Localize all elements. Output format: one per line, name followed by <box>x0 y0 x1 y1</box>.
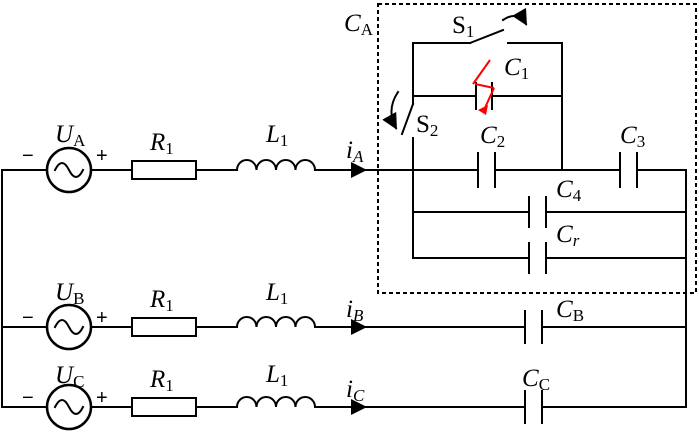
label-c4: C4 <box>556 176 582 205</box>
label-uc-minus: − <box>22 387 34 409</box>
capacitor-c4 <box>528 196 547 228</box>
label-s2: S2 <box>416 111 438 140</box>
label-r1-c: R1 <box>149 366 174 395</box>
source-ub <box>45 303 93 351</box>
capacitor-cr <box>528 242 547 274</box>
label-c2: C2 <box>480 122 505 151</box>
label-ua-plus: + <box>96 145 108 167</box>
label-ub-plus: + <box>96 307 108 329</box>
capacitor-cc <box>524 390 543 424</box>
label-uc-plus: + <box>96 387 108 409</box>
source-ua <box>45 146 93 194</box>
label-ca: CA <box>344 10 374 39</box>
ca-dashed-box <box>377 3 697 294</box>
switch-s2-blade <box>400 102 415 136</box>
label-ua-minus: − <box>22 145 34 167</box>
label-ua: UA <box>55 121 86 150</box>
resistor-r1-phase-c <box>131 397 197 417</box>
label-ub: UB <box>55 279 84 308</box>
label-l1-a: L1 <box>265 121 288 150</box>
label-l1-c: L1 <box>265 361 288 390</box>
inductor-l1-phase-c <box>235 396 317 409</box>
label-ub-minus: − <box>22 307 34 329</box>
label-r1-b: R1 <box>149 286 174 315</box>
label-uc: UC <box>55 362 84 391</box>
resistor-r1-phase-b <box>131 317 197 337</box>
switch-s1-blade <box>468 28 505 45</box>
capacitor-c3 <box>619 152 638 188</box>
source-uc <box>45 383 93 431</box>
label-ia: iA <box>346 137 364 166</box>
capacitor-cb <box>524 310 543 344</box>
variable-capacitor-marker <box>472 59 495 115</box>
s2-actuation-arrow <box>382 90 400 130</box>
label-r1-a: R1 <box>149 129 174 158</box>
label-l1-b: L1 <box>265 279 288 308</box>
resistor-r1-phase-a <box>131 160 197 180</box>
label-ic: iC <box>346 376 365 405</box>
label-cb: CB <box>556 296 584 325</box>
label-ib: iB <box>346 296 364 325</box>
label-c3: C3 <box>620 122 645 151</box>
label-cr: Cr <box>556 221 580 250</box>
inductor-l1-phase-a <box>235 159 317 172</box>
label-cc: CC <box>522 365 550 394</box>
label-s1: S1 <box>452 12 474 41</box>
inductor-l1-phase-b <box>235 316 317 329</box>
s1-actuation-arrow <box>501 7 528 26</box>
label-c1: C1 <box>504 54 529 83</box>
capacitor-c2 <box>477 152 496 188</box>
